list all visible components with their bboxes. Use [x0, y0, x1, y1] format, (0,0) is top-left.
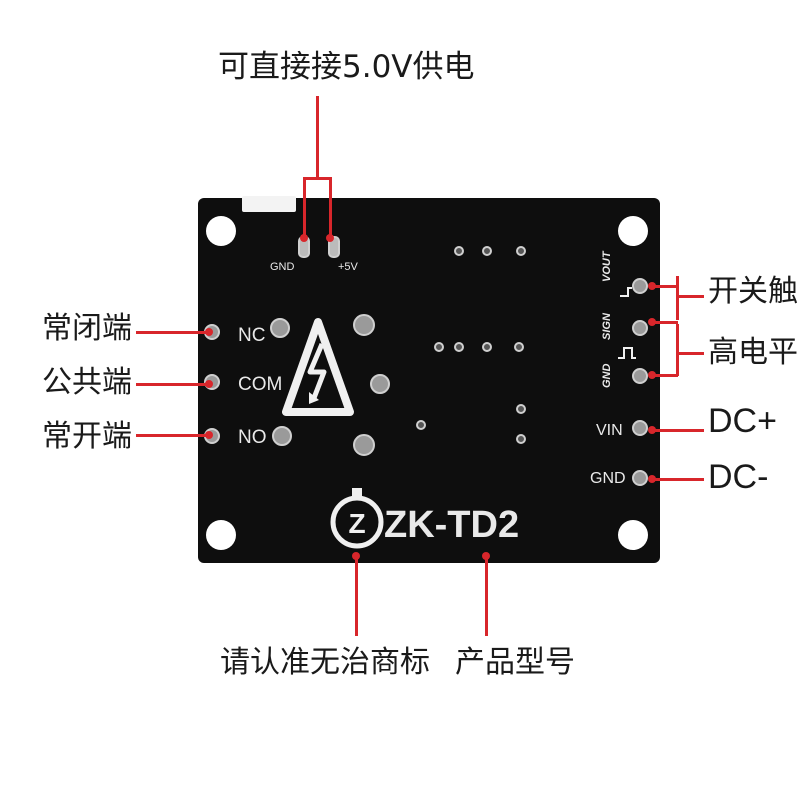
high-voltage-warning-icon [282, 318, 354, 416]
com-callout-dot [205, 380, 213, 388]
logo-letter: Z [348, 508, 365, 539]
relay-joint [270, 318, 290, 338]
no-callout-line [136, 434, 208, 437]
board-model-silk: ZK-TD2 [384, 504, 520, 546]
dc-plus-label: DC+ [708, 402, 777, 440]
mount-hole-top-right [618, 216, 648, 246]
mount-hole-top-left [206, 216, 236, 246]
brand-logo-icon: Z [330, 488, 384, 549]
com-silk: COM [238, 374, 283, 395]
top-supply-label: 可直接接5.0V供电 [218, 49, 475, 85]
gnd-side-callout-line [652, 374, 678, 377]
mount-hole-bottom-right [618, 520, 648, 550]
relay-joint [272, 426, 292, 446]
model-callout-line [485, 556, 488, 636]
top-callout-dot [326, 234, 334, 242]
sign-callout-dot [648, 318, 656, 326]
usb-connector [242, 196, 296, 212]
vout-callout-dot [648, 282, 656, 290]
brand-callout-dot [352, 552, 360, 560]
top-callout-bracket [303, 177, 332, 180]
sign-callout-line [652, 321, 678, 324]
dc-minus-label: DC- [708, 458, 769, 496]
com-terminal-label: 公共端 [42, 365, 132, 400]
gnd-side-pad [632, 368, 648, 384]
relay-joint [370, 374, 390, 394]
via [482, 246, 492, 256]
nc-callout-line [136, 331, 208, 334]
top-callout-leg-left [303, 177, 306, 239]
nc-silk: NC [238, 325, 266, 346]
pulse-icons [618, 287, 636, 359]
via [516, 434, 526, 444]
high-level-label: 高电平 [708, 335, 798, 370]
gnd-bottom-callout-line [652, 478, 704, 481]
com-callout-line [136, 383, 208, 386]
vin-silk: VIN [596, 422, 623, 439]
gnd-top-silk: GND [270, 261, 295, 273]
model-number-label: 产品型号 [455, 645, 575, 680]
level-bracket [676, 324, 679, 376]
relay-joint [353, 434, 375, 456]
nc-terminal-label: 常闭端 [42, 311, 132, 346]
via [516, 246, 526, 256]
switch-bracket [676, 276, 679, 320]
vout-callout-line [652, 285, 678, 288]
vout-pad [632, 278, 648, 294]
pcb-board: GND +5V NC COM NO VOUT SIGN GND VIN GND … [198, 196, 660, 563]
vin-pad [632, 420, 648, 436]
via [514, 342, 524, 352]
switch-bracket-arm [676, 295, 704, 298]
switch-trigger-label: 开关触 [708, 274, 798, 309]
level-bracket-arm [676, 352, 704, 355]
nc-callout-dot [205, 328, 213, 336]
mount-hole-bottom-left [206, 520, 236, 550]
no-callout-dot [205, 431, 213, 439]
top-callout-line [316, 96, 319, 178]
via [416, 420, 426, 430]
gnd-bottom-pad [632, 470, 648, 486]
gnd-bottom-callout-dot [648, 475, 656, 483]
gnd-side-callout-dot [648, 371, 656, 379]
v5-silk: +5V [338, 261, 358, 273]
model-callout-dot [482, 552, 490, 560]
top-callout-leg-right [329, 177, 332, 239]
brand-trademark-label: 请认准无治商标 [220, 645, 430, 680]
top-callout-dot [300, 234, 308, 242]
sign-pad [632, 320, 648, 336]
relay-joint [353, 314, 375, 336]
brand-callout-line [355, 556, 358, 636]
vin-callout-line [652, 429, 704, 432]
vin-callout-dot [648, 426, 656, 434]
via [454, 342, 464, 352]
no-terminal-label: 常开端 [42, 419, 132, 454]
via [482, 342, 492, 352]
gnd-bottom-silk: GND [590, 470, 626, 487]
via [454, 246, 464, 256]
no-silk: NO [238, 427, 267, 448]
via [516, 404, 526, 414]
via [434, 342, 444, 352]
